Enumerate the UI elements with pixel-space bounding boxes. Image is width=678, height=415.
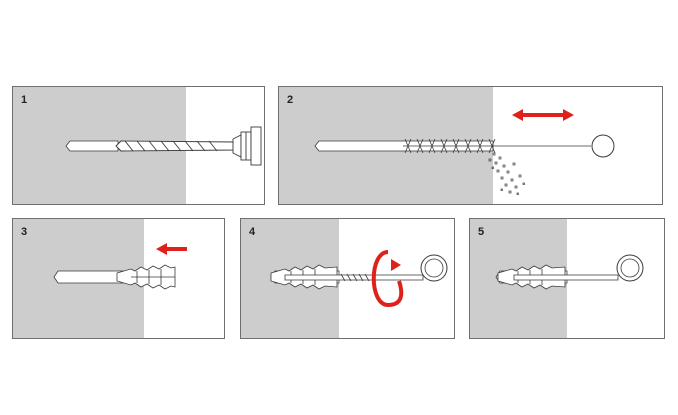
step-5-panel: 5 — [469, 218, 665, 339]
rotate-arrow-icon — [371, 250, 404, 308]
step-number: 4 — [249, 226, 256, 238]
cleaning-brush-icon — [403, 134, 615, 158]
dust-particles-icon — [488, 152, 525, 195]
step-number: 5 — [478, 226, 485, 238]
drill-chuck-icon — [232, 126, 262, 166]
step-2-illustration — [314, 109, 615, 195]
step-2-panel: 2 — [278, 86, 663, 205]
step-3-panel: 3 — [12, 218, 225, 339]
drill-bit-icon — [115, 140, 236, 152]
eye-screw-icon — [513, 254, 644, 282]
step-3-illustration — [53, 243, 187, 290]
step-1-illustration — [65, 126, 262, 166]
push-arrow-icon — [156, 243, 187, 255]
step-5-illustration — [495, 254, 644, 290]
step-number: 2 — [287, 94, 294, 106]
step-1-panel: 1 — [12, 86, 265, 205]
step-number: 1 — [21, 94, 28, 106]
step-4-panel: 4 — [240, 218, 455, 339]
drilled-hole — [65, 140, 119, 152]
eye-screw-icon — [284, 254, 448, 282]
step-4-illustration — [270, 250, 448, 308]
drilled-hole — [53, 270, 124, 284]
back-and-forth-arrow-icon — [512, 109, 574, 121]
wall-plug-icon — [116, 264, 176, 290]
step-number: 3 — [21, 226, 28, 238]
